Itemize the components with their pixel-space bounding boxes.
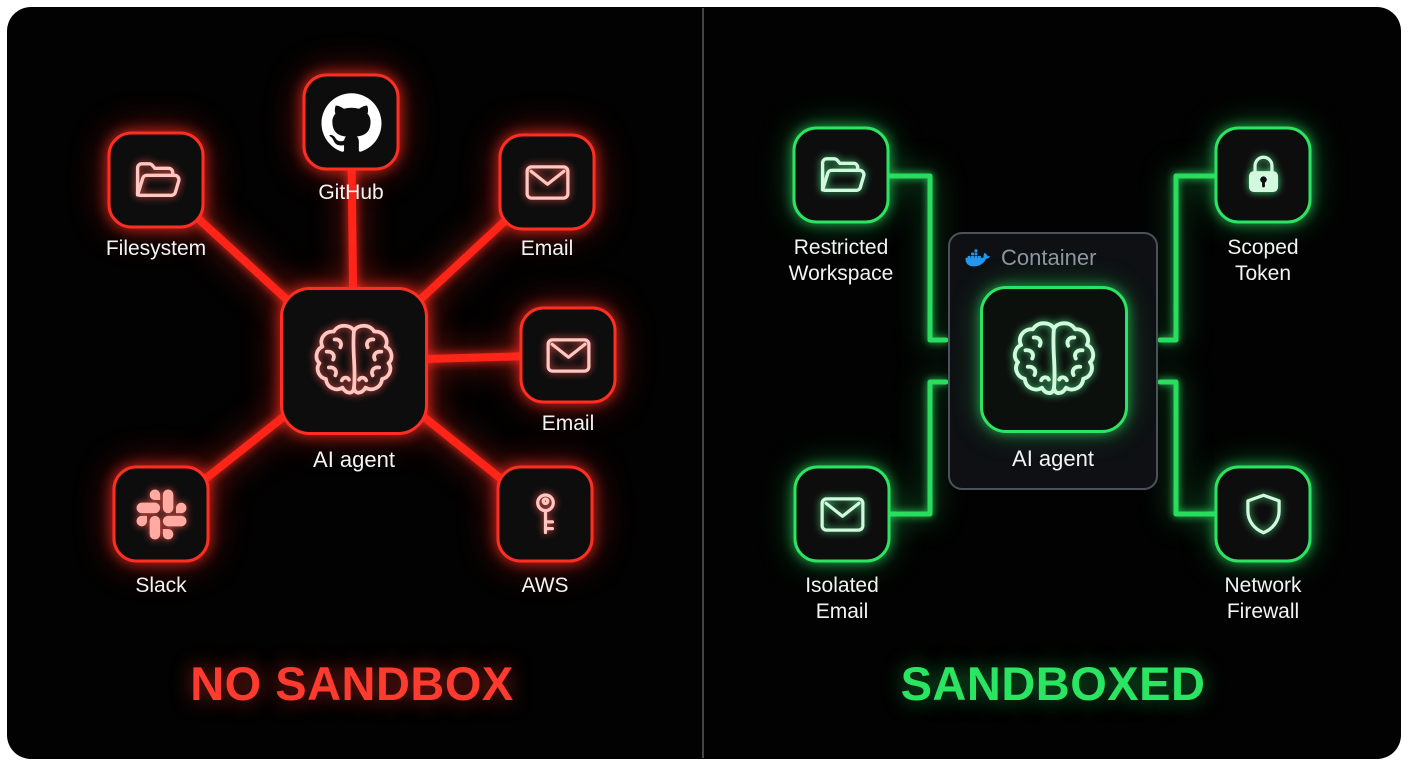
no-sandbox-title: NO SANDBOX <box>190 657 514 710</box>
container-header: Container <box>950 234 1156 271</box>
github-label: GitHub <box>318 181 384 204</box>
sandboxed-title: SANDBOXED <box>900 657 1206 710</box>
email-right-label: Email <box>541 412 595 435</box>
black-canvas <box>7 7 1401 759</box>
container-label: Container <box>1001 245 1097 270</box>
isolated-email-node <box>793 465 891 563</box>
folder-icon <box>820 156 866 192</box>
scoped-token-label: Scoped Token <box>1227 236 1299 285</box>
isolated-email-label: Isolated Email <box>805 574 879 623</box>
restricted-workspace-label: Restricted Workspace <box>788 236 894 285</box>
restricted-workspace-node <box>792 126 890 224</box>
ai-agent-node <box>280 287 428 435</box>
email-top-label: Email <box>520 237 574 260</box>
sandboxed-ai-agent-node <box>980 286 1128 433</box>
brain-icon <box>314 323 394 395</box>
email-right-node <box>519 306 617 404</box>
aws-label: AWS <box>521 574 569 597</box>
key-icon <box>535 492 555 534</box>
lock-icon <box>1248 155 1278 192</box>
container-box: Container AI agent <box>948 232 1158 490</box>
sandboxed-ai-agent-label: AI agent <box>1012 446 1094 471</box>
filesystem-node <box>107 131 205 229</box>
scoped-token-node <box>1214 126 1312 224</box>
slack-node <box>112 465 210 563</box>
aws-node <box>496 465 594 563</box>
docker-icon <box>965 248 992 266</box>
envelope-icon <box>546 337 590 373</box>
github-icon <box>321 92 381 152</box>
panel-divider <box>702 8 704 758</box>
brain-icon <box>1012 320 1096 395</box>
network-firewall-label: Network Firewall <box>1224 574 1302 623</box>
github-node <box>302 73 400 171</box>
envelope-icon <box>820 496 864 532</box>
filesystem-label: Filesystem <box>105 237 207 260</box>
network-firewall-node <box>1214 465 1312 563</box>
slack-icon <box>136 489 186 539</box>
ai-agent-label: AI agent <box>313 447 395 472</box>
slack-label: Slack <box>135 574 187 597</box>
shield-icon <box>1245 493 1281 534</box>
envelope-icon <box>525 164 569 200</box>
folder-icon <box>135 161 181 197</box>
email-top-node <box>498 133 596 231</box>
